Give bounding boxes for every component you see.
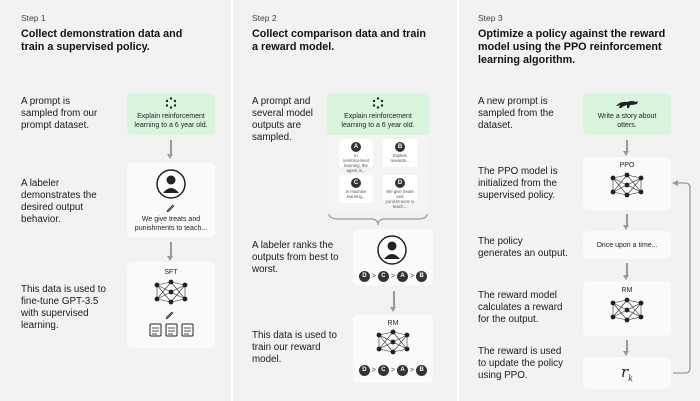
ranking-row-labeler: D > C > A > B bbox=[353, 270, 433, 282]
output-badge-a: A bbox=[351, 142, 361, 152]
rank-badge-2: C bbox=[377, 270, 389, 282]
recycle-icon bbox=[372, 97, 384, 109]
output-card-d: D We give treats and punishments to teac… bbox=[383, 175, 417, 209]
step1-labeler-text: We give treats and punishments to teach.… bbox=[134, 216, 208, 232]
pencil-icon bbox=[165, 311, 174, 320]
step1-prompt-text: Explain reinforcement learning to a 6 ye… bbox=[134, 113, 208, 129]
step3-desc-1: A new prompt is sampled from the dataset… bbox=[478, 96, 554, 131]
step2-panel: Step 2 Collect comparison data and train… bbox=[233, 0, 457, 401]
step3-desc-5: The reward is used to update the policy … bbox=[478, 346, 563, 381]
step1-arrow-1 bbox=[167, 140, 173, 159]
neural-network-icon bbox=[610, 172, 644, 198]
step3-desc-2: The PPO model is initialized from the su… bbox=[478, 166, 558, 201]
output-card-b: B Explain rewards... bbox=[383, 139, 417, 167]
step3-arrow-1 bbox=[623, 140, 629, 156]
pencil-icon bbox=[166, 204, 175, 213]
output-card-c: C In machine learning... bbox=[339, 175, 373, 203]
step3-ppo-box: PPO bbox=[583, 157, 671, 210]
step3-panel: Step 3 Optimize a policy against the rew… bbox=[459, 0, 700, 401]
recycle-icon bbox=[165, 97, 177, 109]
output-badge-d: D bbox=[395, 178, 405, 188]
rm-rank-badge-1: D bbox=[358, 364, 370, 376]
step2-ranking-box: D > C > A > B bbox=[353, 229, 433, 286]
step2-prompt-box: Explain reinforcement learning to a 6 ye… bbox=[327, 93, 429, 212]
brace-connector bbox=[328, 213, 428, 226]
rank-badge-4: B bbox=[416, 270, 428, 282]
reward-r: r bbox=[620, 363, 629, 381]
step1-prompt-box: Explain reinforcement learning to a 6 ye… bbox=[127, 93, 215, 135]
step3-desc-4: The reward model calculates a reward for… bbox=[478, 290, 563, 325]
step2-title: Collect comparison data and train a rewa… bbox=[252, 28, 426, 53]
step1-sft-label: SFT bbox=[164, 269, 178, 276]
output-badge-b: B bbox=[395, 142, 405, 152]
neural-network-icon bbox=[154, 279, 188, 305]
output-text-b: Explain rewards... bbox=[390, 153, 410, 163]
rank-badge-1: D bbox=[358, 270, 370, 282]
document-icon bbox=[149, 323, 194, 337]
step3-ppo-label: PPO bbox=[619, 162, 635, 169]
output-badge-c: C bbox=[351, 178, 361, 188]
step1-title: Collect demonstration data and train a s… bbox=[21, 28, 183, 53]
ranking-row-rm: D > C > A > B bbox=[353, 364, 433, 376]
step1-arrow-2 bbox=[167, 242, 173, 261]
step3-rm-box: RM bbox=[583, 281, 671, 336]
step3-prompt-box: Write a story about otters. bbox=[583, 93, 671, 135]
step3-prompt-text: Write a story about otters. bbox=[597, 113, 657, 129]
step3-output-box: Once upon a time... bbox=[583, 231, 671, 259]
step2-desc-3: This data is used to train our reward mo… bbox=[252, 330, 337, 365]
feedback-loop-arrow bbox=[672, 180, 691, 374]
rank-sep-1: > bbox=[371, 272, 376, 280]
step1-panel: Step 1 Collect demonstration data and tr… bbox=[0, 0, 231, 401]
step2-rm-label: RM bbox=[387, 320, 399, 327]
step3-title: Optimize a policy against the reward mod… bbox=[478, 28, 666, 66]
step3-output-text: Once upon a time... bbox=[596, 242, 658, 249]
step1-sft-box: SFT bbox=[127, 262, 215, 348]
output-text-d: We give treats and punishments to teach.… bbox=[385, 189, 415, 209]
rm-rank-badge-2: C bbox=[377, 364, 389, 376]
output-card-a: A In reinforcement learning, the agent i… bbox=[339, 139, 373, 173]
reward-k: k bbox=[628, 374, 634, 383]
step2-desc-1: A prompt and several model outputs are s… bbox=[252, 96, 313, 143]
step1-labeler-box: We give treats and punishments to teach.… bbox=[127, 162, 215, 238]
step1-desc-1: A prompt is sampled from our prompt data… bbox=[21, 96, 98, 131]
step3-rm-label: RM bbox=[621, 287, 633, 294]
rm-rank-badge-4: B bbox=[416, 364, 428, 376]
step3-desc-3: The policy generates an output. bbox=[478, 236, 568, 259]
step3-arrow-4 bbox=[623, 340, 629, 356]
output-text-a: In reinforcement learning, the agent is.… bbox=[342, 153, 370, 173]
neural-network-icon bbox=[376, 329, 410, 355]
step2-desc-2: A labeler ranks the outputs from best to… bbox=[252, 240, 339, 275]
output-text-c: In machine learning... bbox=[345, 189, 367, 199]
neural-network-icon bbox=[610, 297, 644, 323]
rm-rank-sep-3: > bbox=[410, 366, 415, 374]
otter-icon bbox=[616, 101, 638, 108]
step2-arrow bbox=[390, 291, 396, 312]
step2-rm-box: RM D > C > A > B bbox=[353, 314, 433, 383]
step1-desc-2: A labeler demonstrates the desired outpu… bbox=[21, 178, 97, 225]
person-icon bbox=[377, 235, 407, 265]
step2-label: Step 2 bbox=[252, 13, 277, 23]
step1-label: Step 1 bbox=[21, 13, 46, 23]
step2-prompt-text: Explain reinforcement learning to a 6 ye… bbox=[341, 113, 415, 129]
rm-rank-sep-2: > bbox=[390, 366, 396, 374]
rank-badge-3: A bbox=[397, 270, 409, 282]
rank-sep-3: > bbox=[410, 272, 415, 280]
rank-sep-2: > bbox=[390, 272, 396, 280]
step1-desc-3: This data is used to fine-tune GPT-3.5 w… bbox=[21, 284, 106, 331]
person-icon bbox=[156, 169, 186, 199]
step3-arrow-2 bbox=[623, 214, 629, 230]
step2-outputs-area: A In reinforcement learning, the agent i… bbox=[327, 135, 429, 212]
reward-symbol: rk bbox=[583, 363, 671, 383]
step3-reward-box: rk bbox=[583, 357, 671, 389]
rm-rank-badge-3: A bbox=[397, 364, 409, 376]
rm-rank-sep-1: > bbox=[371, 366, 376, 374]
step3-arrow-3 bbox=[623, 263, 629, 280]
step3-label: Step 3 bbox=[478, 13, 503, 23]
